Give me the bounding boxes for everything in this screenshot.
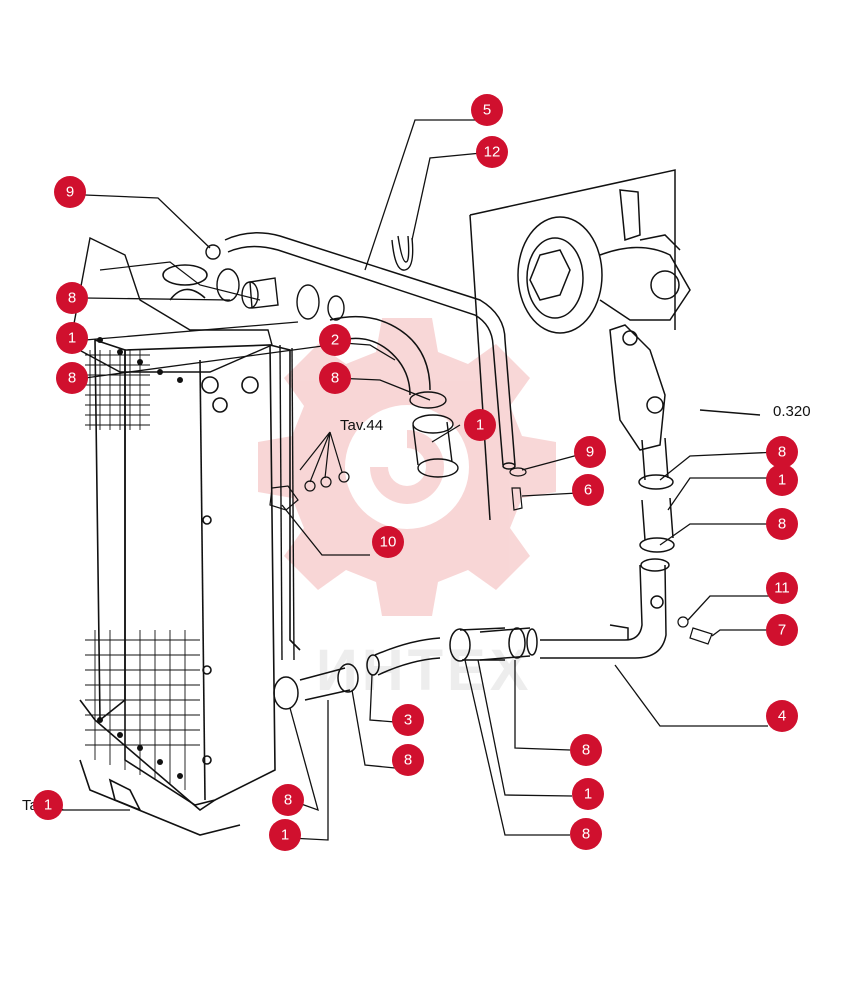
callout-8-radiator-top: 8 (56, 282, 88, 314)
callout-8-lower-right: 8 (570, 818, 602, 850)
callout-11: 11 (766, 572, 798, 604)
callout-9-top: 9 (54, 176, 86, 208)
callout-7: 7 (766, 614, 798, 646)
callout-11-label: 11 (774, 580, 790, 597)
ref-tav44: Tav.44 (340, 417, 383, 434)
callout-8-lower-left: 8 (392, 744, 424, 776)
radiator-bolts (97, 337, 183, 779)
bypass-pipe (224, 232, 516, 470)
callout-4-label: 4 (778, 708, 786, 725)
callout-8-radiator-top-label: 8 (68, 290, 76, 307)
callout-8-lower-right-label: 8 (582, 826, 590, 843)
callout-4: 4 (766, 700, 798, 732)
callout-9-mid-label: 9 (586, 444, 594, 461)
callout-1-bottom-label: 1 (281, 827, 289, 844)
radiator-side-pipe (279, 344, 295, 661)
ref-code: 0.320 (773, 403, 811, 420)
engine-pump-assembly (469, 169, 761, 521)
upper-sleeve (409, 391, 459, 478)
callout-1-tav11-label: 1 (44, 797, 52, 814)
callout-1-tav11: 1 (33, 790, 63, 820)
callout-1-radiator: 1 (56, 322, 88, 354)
callout-8-lower-left-label: 8 (404, 752, 412, 769)
callout-8-pump-bottom-label: 8 (778, 516, 786, 533)
callout-9-top-label: 9 (66, 184, 74, 201)
tav44-leader (299, 431, 343, 483)
callout-10-label: 10 (380, 534, 397, 551)
callout-3-label: 3 (404, 712, 412, 729)
callout-1-bottom: 1 (269, 819, 301, 851)
callout-5: 5 (471, 94, 503, 126)
callout-1-pump: 1 (766, 464, 798, 496)
pump-outlet-pipe (540, 437, 675, 659)
callout-8-bottom-left: 8 (272, 784, 304, 816)
callout-1-radiator-label: 1 (68, 330, 76, 347)
watermark-text: ИНТЕХ (316, 638, 532, 703)
part-12-clip (391, 235, 414, 271)
callout-2: 2 (319, 324, 351, 356)
callout-8-upper-label: 8 (331, 370, 339, 387)
upper-hose (329, 315, 431, 396)
radiator-core-top (85, 350, 150, 430)
callout-8-pump-top: 8 (766, 436, 798, 468)
callout-1-lower-mid-label: 1 (584, 786, 592, 803)
lower-hose-assembly (273, 627, 538, 710)
callouts: 5 12 9 8 1 8 2 8 1 9 6 10 8 1 8 11 7 4 3… (33, 94, 798, 851)
callout-8-pump-top-label: 8 (778, 444, 786, 461)
callout-8-lower-mid-label: 8 (582, 742, 590, 759)
callout-7-label: 7 (778, 622, 786, 639)
callout-6: 6 (572, 474, 604, 506)
callout-12-label: 12 (484, 144, 501, 161)
radiator-top-clamps (205, 244, 345, 321)
callout-9-mid: 9 (574, 436, 606, 468)
callout-3: 3 (392, 704, 424, 736)
callout-8-pump-bottom: 8 (766, 508, 798, 540)
callout-5-label: 5 (483, 102, 491, 119)
callout-1-pump-label: 1 (778, 472, 786, 489)
callout-8-lower-mid: 8 (570, 734, 602, 766)
callout-8-radiator-label: 8 (68, 370, 76, 387)
callout-10: 10 (372, 526, 404, 558)
callout-8-radiator: 8 (56, 362, 88, 394)
callout-1-lower-mid: 1 (572, 778, 604, 810)
bolts-nuts (269, 467, 713, 645)
callout-8-upper: 8 (319, 362, 351, 394)
callout-6-label: 6 (584, 482, 592, 499)
callout-2-label: 2 (331, 332, 339, 349)
callout-8-bottom-left-label: 8 (284, 792, 292, 809)
callout-12: 12 (476, 136, 508, 168)
callout-1-upper-label: 1 (476, 417, 484, 434)
radiator-core-bottom (85, 630, 200, 790)
leader-lines (60, 119, 779, 841)
callout-1-upper: 1 (464, 409, 496, 441)
